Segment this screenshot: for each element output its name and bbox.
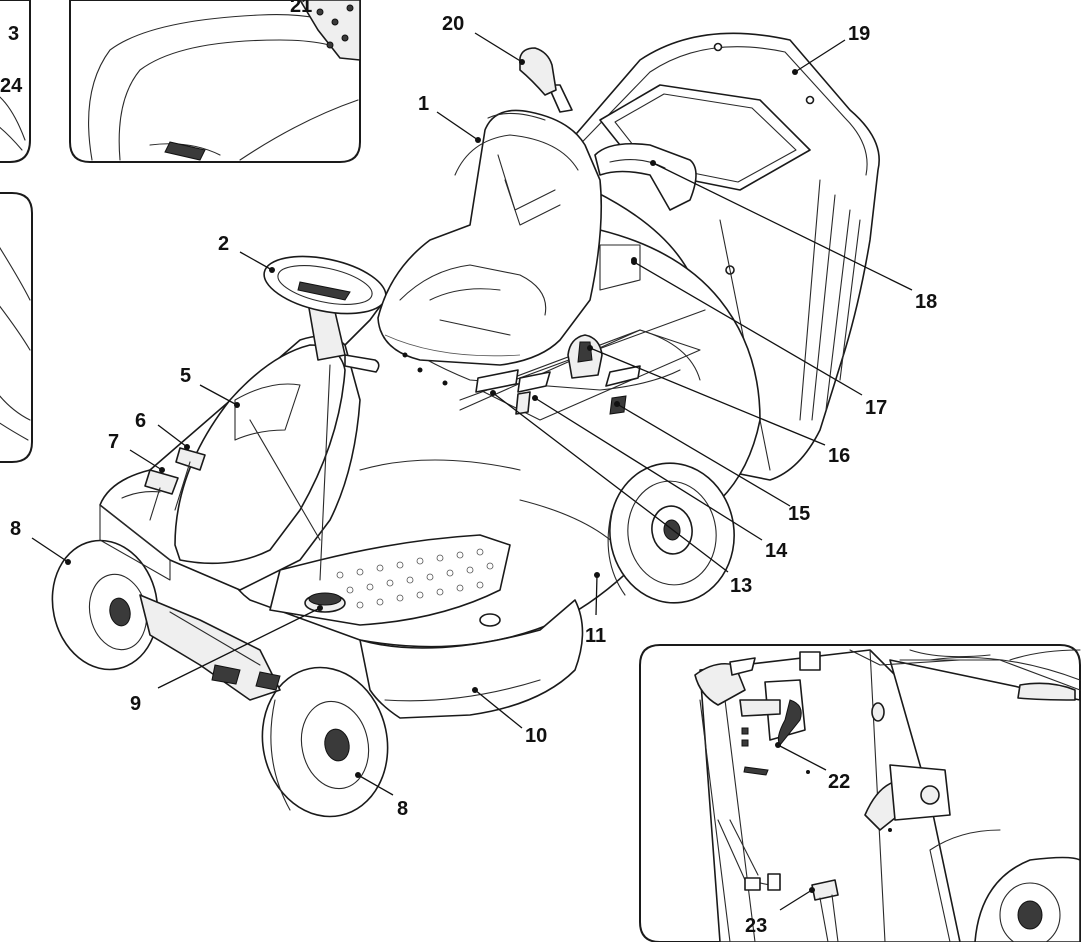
callout-5: 5 [180, 365, 191, 387]
leader-lines [31, 32, 913, 911]
throttle-lever[interactable] [344, 354, 380, 373]
brake-pedal[interactable] [174, 447, 206, 511]
callout-11: 11 [585, 625, 606, 647]
callout-22: 22 [828, 771, 850, 793]
callout-20: 20 [442, 13, 464, 35]
callout-19: 19 [848, 23, 870, 45]
inset-left-middle [0, 192, 33, 463]
catcher-handle[interactable] [594, 142, 697, 211]
callout-13: 13 [730, 575, 752, 597]
callout-8-bottom: 8 [397, 798, 408, 820]
callout-14: 14 [765, 540, 788, 562]
footrest-pattern [336, 548, 494, 609]
callout-6: 6 [135, 410, 146, 432]
ignition-key[interactable] [567, 334, 603, 379]
steering-wheel[interactable] [259, 247, 391, 324]
callout-18: 18 [915, 291, 937, 313]
callout-24: 24 [0, 75, 23, 97]
callout-16: 16 [828, 445, 850, 467]
front-wheel-right [261, 666, 389, 818]
front-wheel-left [51, 539, 159, 671]
callout-15: 15 [788, 503, 810, 525]
callout-23: 23 [745, 915, 767, 937]
inset-top-seat-closeup [69, 0, 361, 163]
cutting-height-lever[interactable] [519, 47, 573, 113]
blade-engage-lever[interactable] [515, 371, 551, 415]
callout-7: 7 [108, 431, 119, 453]
callout-17: 17 [865, 397, 887, 419]
parking-brake[interactable] [475, 369, 519, 393]
callout-21: 21 [290, 0, 312, 17]
callout-3: 3 [8, 23, 19, 45]
inset-rear-closeup [639, 644, 1081, 942]
callout-10: 10 [525, 725, 547, 747]
inset-left-top [0, 0, 31, 163]
callout-labels: 1 2 3 5 6 7 8 8 9 10 11 13 14 15 16 17 1… [0, 0, 937, 937]
accelerator-pedal[interactable] [144, 469, 179, 521]
seat[interactable] [377, 109, 603, 366]
callout-9: 9 [130, 693, 141, 715]
front-axle [139, 594, 281, 701]
speed-lever[interactable] [605, 365, 641, 415]
cutting-deck [359, 599, 584, 719]
front-hood [99, 335, 361, 591]
callout-8-left: 8 [10, 518, 21, 540]
fuel-cap[interactable] [304, 592, 346, 613]
callout-2: 2 [218, 233, 229, 255]
callout-1: 1 [418, 93, 429, 115]
